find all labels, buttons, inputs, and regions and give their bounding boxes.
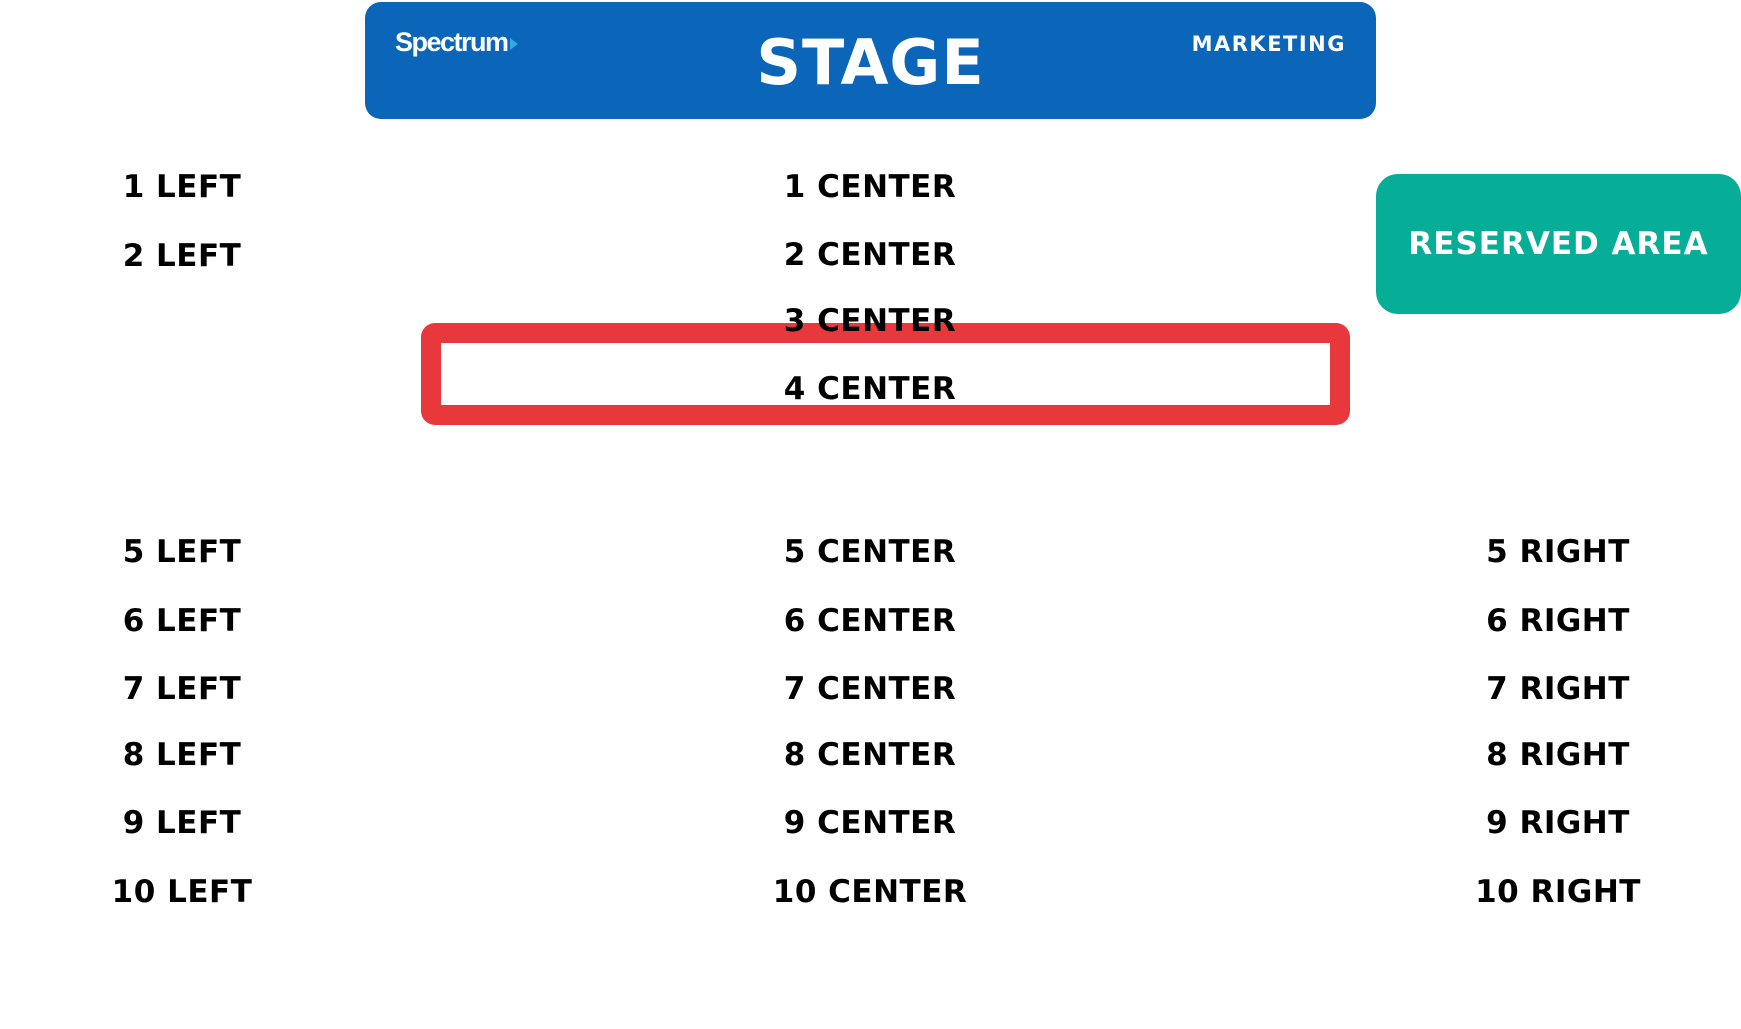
seat-row-9-left: 9 LEFT: [122, 805, 242, 841]
seat-row-9-center: 9 CENTER: [783, 805, 957, 841]
seat-row-5-right: 5 RIGHT: [1486, 534, 1630, 570]
seat-row-7-center: 7 CENTER: [783, 671, 957, 707]
seat-row-7-left: 7 LEFT: [122, 671, 242, 707]
spectrum-logo: Spectrum: [395, 26, 518, 58]
seat-row-4-center: 4 CENTER: [783, 371, 957, 407]
reserved-area-label: RESERVED AREA: [1408, 226, 1709, 262]
seat-row-10-center: 10 CENTER: [772, 874, 968, 910]
seat-row-6-right: 6 RIGHT: [1486, 603, 1630, 639]
seat-row-5-left: 5 LEFT: [122, 534, 242, 570]
seat-row-8-center: 8 CENTER: [783, 737, 957, 773]
stage-subtitle: MARKETING: [1191, 32, 1346, 56]
seat-row-10-right: 10 RIGHT: [1475, 874, 1641, 910]
seat-row-6-center: 6 CENTER: [783, 603, 957, 639]
seat-row-3-center: 3 CENTER: [783, 303, 957, 339]
seat-row-6-left: 6 LEFT: [122, 603, 242, 639]
reserved-area: RESERVED AREA: [1376, 174, 1741, 314]
brand-name: Spectrum: [395, 27, 509, 57]
seat-row-2-center: 2 CENTER: [783, 237, 957, 273]
seat-row-2-left: 2 LEFT: [122, 238, 242, 274]
seat-row-7-right: 7 RIGHT: [1486, 671, 1630, 707]
highlight-box-row-3-center: [421, 323, 1350, 425]
stage-title: STAGE: [756, 26, 985, 99]
seat-row-10-left: 10 LEFT: [111, 874, 253, 910]
seat-row-1-center: 1 CENTER: [783, 169, 957, 205]
seat-row-8-right: 8 RIGHT: [1486, 737, 1630, 773]
seat-row-1-left: 1 LEFT: [122, 169, 242, 205]
brand-arrow-icon: [509, 38, 518, 50]
seat-row-8-left: 8 LEFT: [122, 737, 242, 773]
stage-banner: Spectrum STAGE MARKETING: [365, 2, 1376, 119]
seat-row-5-center: 5 CENTER: [783, 534, 957, 570]
seat-row-9-right: 9 RIGHT: [1486, 805, 1630, 841]
